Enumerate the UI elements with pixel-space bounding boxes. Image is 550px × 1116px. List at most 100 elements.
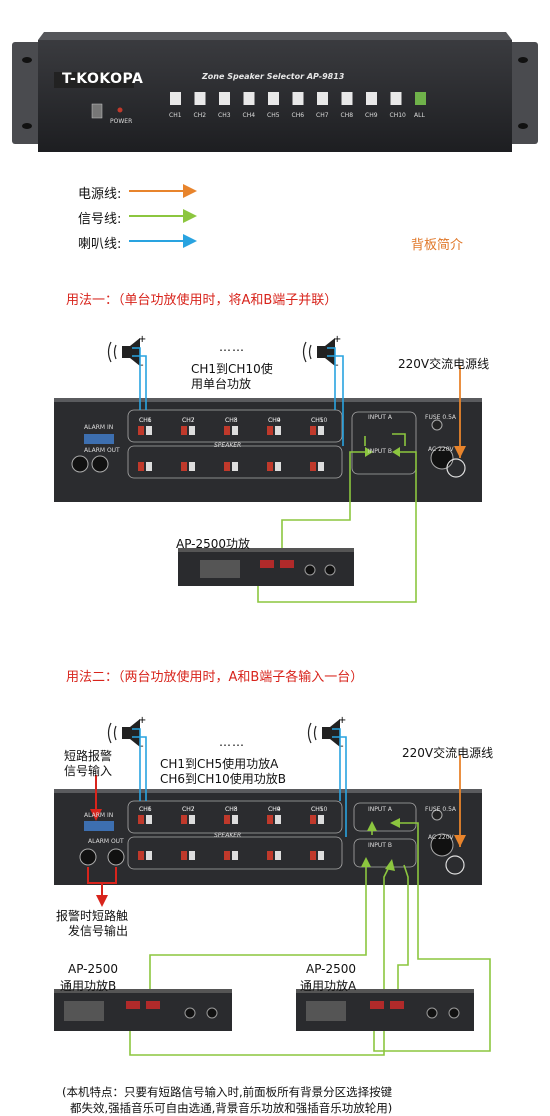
rear-ch10-label: CH10 [311,806,328,813]
speaker-icon-right-2: + - [307,715,346,752]
terminal-ch6-neg [146,851,152,860]
channel-label-9: CH9 [365,112,378,119]
channel-button-2[interactable] [194,92,206,105]
rp1-alarm-in: ALARM IN [84,424,114,431]
terminal-ch5-pos [310,815,316,824]
svg-text:-: - [140,741,144,752]
svg-text:-: - [335,360,339,371]
alarm-output-line1: 报警时短路触 [56,909,129,923]
channel-button-5[interactable] [268,92,279,105]
channel-label-8: CH8 [340,112,354,119]
terminal-ch2-neg [189,426,195,435]
svg-text:+: + [333,334,341,345]
rp2-alarm-in: ALARM IN [84,812,114,819]
power-label: POWER [110,118,133,125]
rear-ch9-label: CH9 [268,417,281,424]
rear-ch10-label: CH10 [311,417,328,424]
terminal-ch7-neg [189,851,195,860]
terminal-ch3-pos [224,815,230,824]
usage1-dots: …… [219,340,245,354]
usage2-power-cord-label: 220V交流电源线 [402,746,494,760]
rear-intro-label: 背板简介 [411,238,464,253]
terminal-ch7-pos [181,462,187,471]
terminal-ch6-pos [138,462,144,471]
legend-signal-arrowhead [183,209,197,223]
speaker-icon-right: + - [302,334,341,371]
terminal-ch3-neg [232,815,238,824]
all-button[interactable] [415,92,426,105]
usage1-diagram: + - + - [54,334,482,603]
terminal-ch7-pos [181,851,187,860]
rp2-input-b: INPUT B [368,842,392,849]
rp2-ac: AC 220V [428,834,454,841]
rp2-alarm-out: ALARM OUT [88,838,124,845]
channel-button-6[interactable] [292,92,304,105]
rp1-fuse: FUSE 0.5A [425,414,456,421]
terminal-ch7-neg [189,462,195,471]
terminal-ch8-pos [224,462,230,471]
terminal-ch1-neg [146,426,152,435]
channel-button-10[interactable] [390,92,402,105]
terminal-ch9-pos [267,851,273,860]
usage1-note-line1: CH1到CH10使 [191,362,273,376]
channel-label-4: CH4 [242,112,256,119]
svg-text:+: + [138,715,146,726]
rear-ch7-label: CH7 [182,417,195,424]
terminal-ch3-pos [224,426,230,435]
rear-ch5-label: CH5 [311,806,324,813]
footer-line2: 都失效,强插音乐可自由选通,背景音乐功放和强插音乐功放轮用) [70,1101,393,1115]
channel-label-7: CH7 [316,112,329,119]
alarm-output-line2: 发信号输出 [68,924,129,938]
usage1-power-cord-label: 220V交流电源线 [398,357,490,371]
rp2-fuse: FUSE 0.5A [425,806,456,813]
legend-arrows [129,184,197,248]
terminal-ch5-neg [318,815,324,824]
usage2-dots: …… [219,735,245,749]
rear-ch2-label: CH2 [182,806,195,813]
channel-button-3[interactable] [219,92,230,105]
channel-button-8[interactable] [341,92,353,105]
usage2-diagram: + - + - [54,715,491,1056]
rear-ch7-label: CH7 [182,806,195,813]
all-button-label: ALL [414,112,425,119]
rp1-input-b: INPUT B [368,448,392,455]
speaker-icon-left: + - [107,334,146,371]
channel-button-9[interactable] [366,92,377,105]
front-panel-graphic [12,32,538,152]
channel-label-10: CH10 [389,112,406,119]
rp1-alarm-out: ALARM OUT [84,447,120,454]
usage2-note-line2: CH6到CH10使用功放B [160,772,286,786]
terminal-ch10-neg [318,851,324,860]
terminal-ch4-pos [267,426,273,435]
legend-power-arrowhead [183,184,197,198]
channel-button-4[interactable] [243,92,255,105]
alarm-input-line2: 信号输入 [64,764,113,778]
amp-a-line2: 通用功放A [300,979,357,993]
rear-ch6-label: CH6 [139,806,152,813]
terminal-ch4-neg [275,815,281,824]
usage1-note-line2: 用单台功放 [191,377,252,391]
terminal-ch1-neg [146,815,152,824]
terminal-ch8-pos [224,851,230,860]
svg-text:+: + [138,334,146,345]
rp1-ac: AC 220V [428,446,454,453]
svg-text:+: + [338,715,346,726]
rear-ch1-label: CH1 [139,806,152,813]
amp-b-line1: AP-2500 [68,962,119,976]
terminal-ch2-neg [189,815,195,824]
terminal-ch1-pos [138,815,144,824]
channel-label-3: CH3 [218,112,231,119]
channel-label-6: CH6 [291,112,305,119]
rear-ch4-label: CH4 [268,417,281,424]
terminal-ch4-pos [267,815,273,824]
rp2-input-a: INPUT A [368,806,392,813]
rear-ch8-label: CH8 [225,417,238,424]
footer-line1: (本机特点：只要有短路信号输入时,前面板所有背景分区选择按键 [62,1085,393,1099]
rear-ch9-label: CH9 [268,806,281,813]
channel-button-1[interactable] [170,92,181,105]
terminal-ch4-neg [275,426,281,435]
terminal-ch5-pos [310,426,316,435]
rp1-speaker-label: SPEAKER [214,442,242,449]
channel-button-7[interactable] [317,92,328,105]
